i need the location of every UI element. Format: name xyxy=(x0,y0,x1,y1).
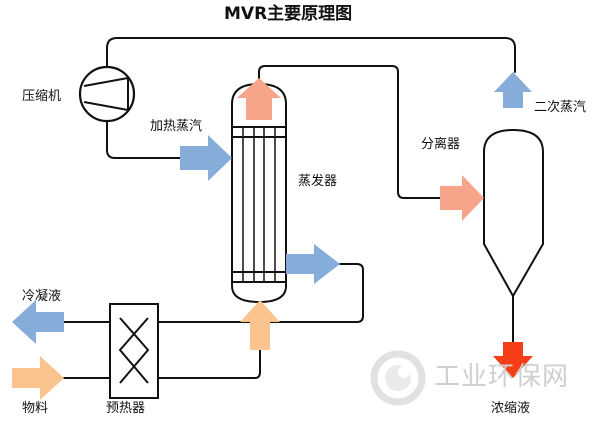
pipe-evaporator-to-separator xyxy=(258,65,441,199)
evaporator-label: 蒸发器 xyxy=(298,174,338,189)
watermark-logo xyxy=(370,350,426,406)
separator-inlet-arrow xyxy=(440,175,484,221)
feed-right-arrow xyxy=(12,356,64,400)
pipe-evaporator-outlet-loop xyxy=(157,263,364,323)
secondary-steam-up-arrow xyxy=(494,72,532,108)
evaporator xyxy=(231,82,287,304)
heating-steam-label: 加热蒸汽 xyxy=(150,119,203,134)
secondary-steam-label: 二次蒸汽 xyxy=(534,100,587,115)
concentrate-down-arrow xyxy=(493,342,533,378)
condensate-label: 冷凝液 xyxy=(22,289,62,304)
evaporator-outlet-arrow xyxy=(286,244,340,284)
feed-label: 物料 xyxy=(22,401,49,416)
pipe-preheater-to-evaporator xyxy=(157,349,261,379)
condensate-left-arrow xyxy=(12,300,64,344)
diagram-title: MVR主要原理图 xyxy=(224,4,353,24)
compressor xyxy=(78,65,136,123)
preheater-label: 预热器 xyxy=(106,401,146,416)
pipe-compressor-to-separator xyxy=(106,37,516,73)
separator xyxy=(483,129,544,297)
compressor-label: 压缩机 xyxy=(22,89,62,104)
preheater xyxy=(109,303,159,399)
heating-steam-arrow xyxy=(180,135,232,181)
pipe-compressor-to-evaporator xyxy=(106,119,181,159)
evaporator-vapor-up-arrow xyxy=(237,78,281,120)
preheated-feed-up-arrow xyxy=(240,300,280,350)
watermark-text: 工业环保网 xyxy=(434,362,570,392)
concentrate-label: 浓缩液 xyxy=(491,401,531,416)
separator-label: 分离器 xyxy=(421,137,461,152)
